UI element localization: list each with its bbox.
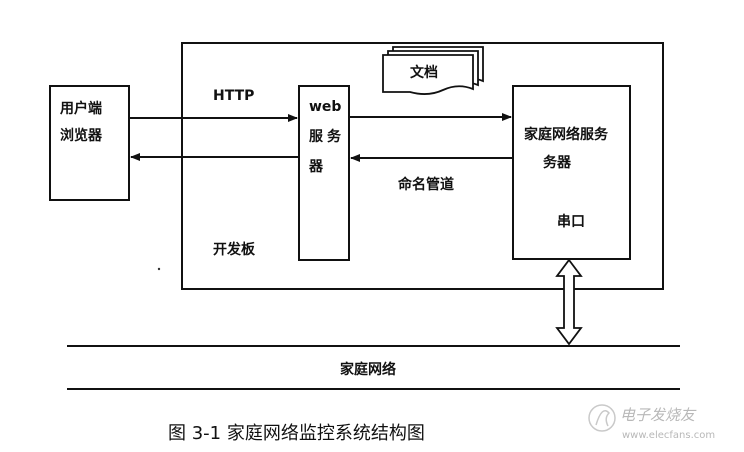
user-browser-label-line2: 浏览器 [60, 127, 103, 144]
home-server-label-line1: 家庭网络服务 [524, 126, 609, 143]
home-network-label: 家庭网络 [340, 361, 396, 378]
document-icon: 文档 [382, 46, 484, 95]
home-server-label-line2: 务器 [543, 154, 572, 171]
user-browser-label-line1: 用户端 [60, 100, 102, 117]
watermark-url: www.elecfans.com [622, 430, 715, 441]
web-server-label-line3: 器 [308, 159, 324, 175]
watermark-logo [588, 404, 616, 432]
dev-board-label: 开发板 [213, 241, 256, 258]
home-server-box [512, 85, 631, 260]
named-pipe-label: 命名管道 [397, 176, 454, 193]
http-label: HTTP [213, 88, 254, 104]
user-browser-box [49, 85, 130, 201]
watermark-brand: 电子发烧友 [620, 406, 697, 424]
web-server-box [298, 85, 350, 261]
document-label: 文档 [410, 64, 438, 81]
dev-board-frame [181, 42, 664, 290]
web-server-label-line2: 服务 [309, 128, 345, 145]
figure-caption: 图 3-1 家庭网络监控系统结构图 [168, 423, 425, 444]
serial-port-label: 串口 [557, 213, 585, 230]
serial-network-double-arrow [555, 258, 583, 346]
stray-dot [157, 267, 161, 271]
web-server-label-line1: web [309, 99, 341, 115]
